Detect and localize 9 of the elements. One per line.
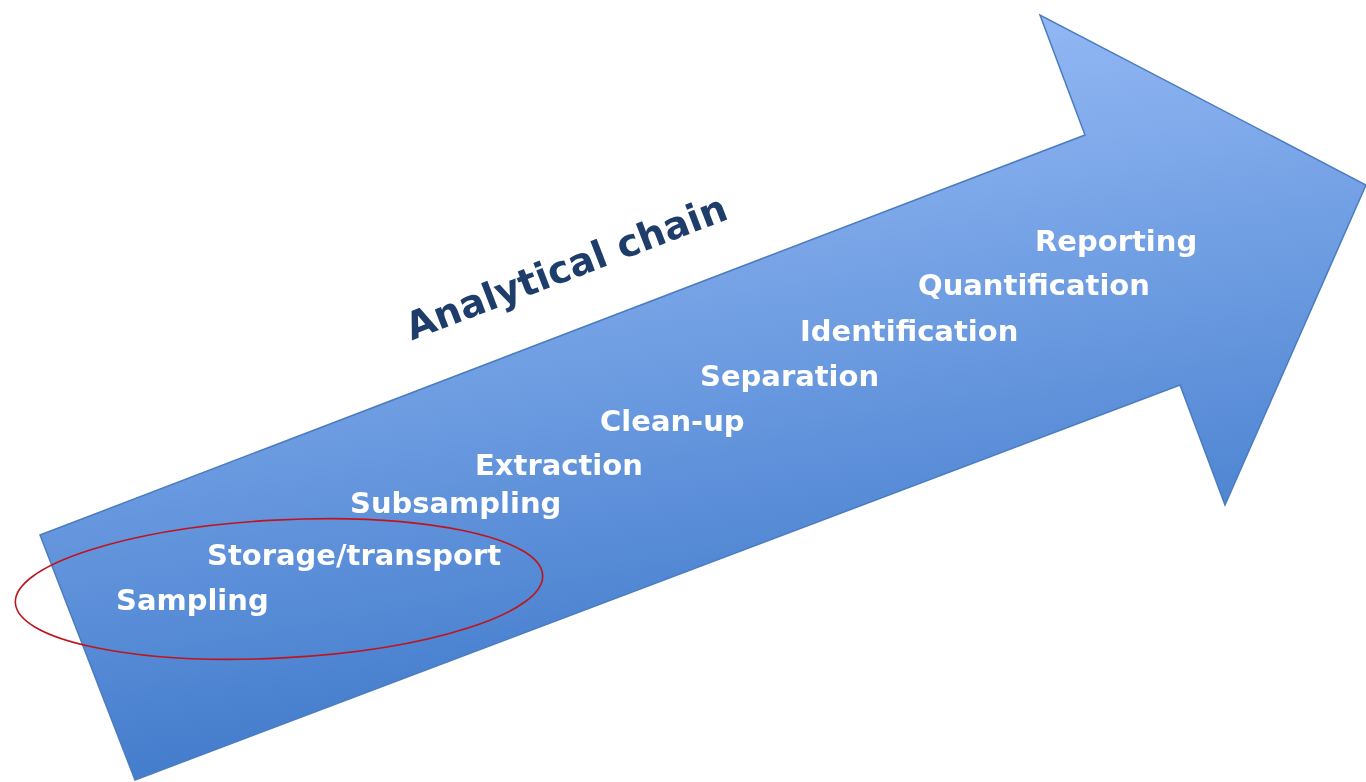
step-label: Sampling <box>116 583 269 617</box>
step-label: Extraction <box>475 448 643 482</box>
step-label: Storage/transport <box>207 538 502 572</box>
step-label: Clean-up <box>600 404 745 438</box>
step-label: Quantification <box>918 268 1150 302</box>
step-label: Subsampling <box>350 486 562 520</box>
step-label: Separation <box>700 359 880 393</box>
step-label: Reporting <box>1035 224 1198 258</box>
step-label: Identification <box>800 314 1019 348</box>
